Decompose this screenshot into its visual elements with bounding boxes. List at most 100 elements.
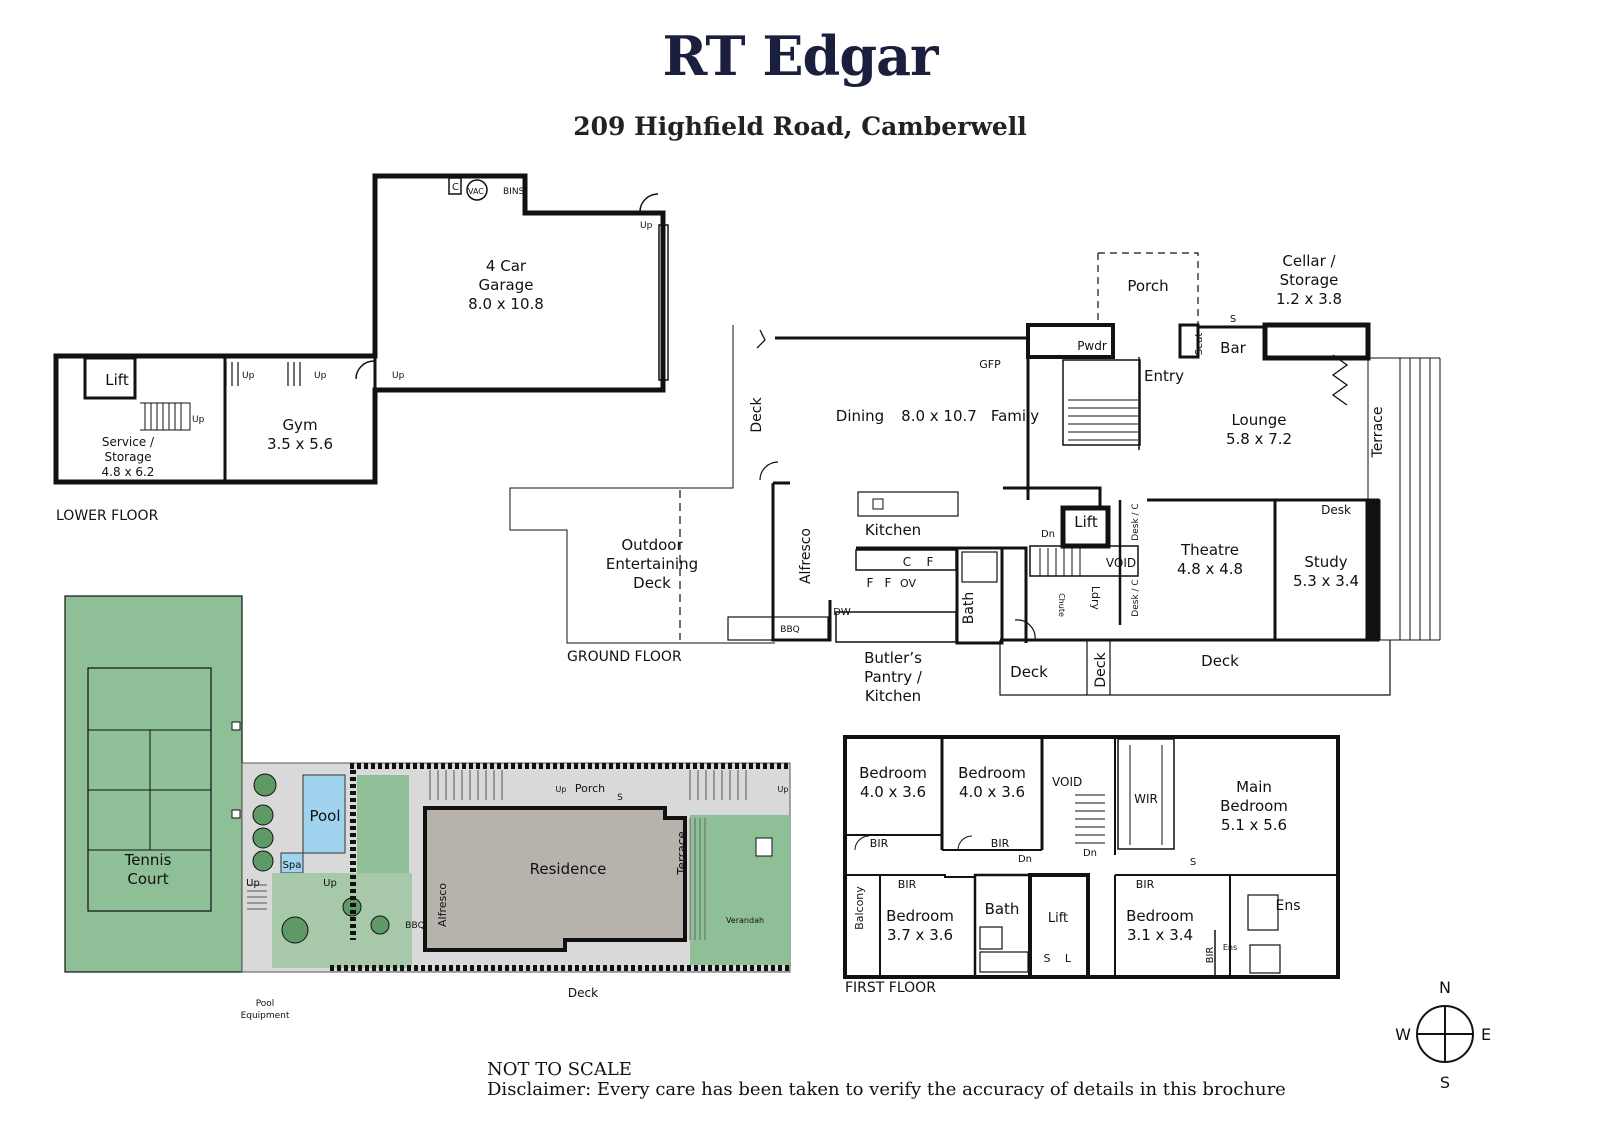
butlers-pantry-label-1: Butler’s (864, 649, 922, 667)
stairs-down-label: Dn (1041, 529, 1055, 540)
garage-dimensions: 8.0 x 10.8 (468, 295, 544, 313)
bedroom-4-label: Bedroom (1126, 907, 1194, 925)
bir-label-3: BIR (898, 878, 917, 891)
site-deck-label: Deck (568, 986, 598, 1000)
bir-label-5: BIR (1205, 947, 1216, 964)
butlers-pantry-label-3: Kitchen (865, 687, 921, 705)
entry-label: Entry (1144, 367, 1184, 385)
verandah-label: Verandah (1385, 541, 1399, 598)
ground-bath-label: Bath (961, 592, 977, 625)
theatre-dimensions: 4.8 x 4.8 (1177, 560, 1243, 578)
walk-in-robe-label: WIR (1134, 792, 1158, 806)
theatre-label: Theatre (1180, 541, 1239, 559)
site-up-label-3: Up (556, 785, 567, 794)
disclaimer-text: Disclaimer: Every care has been taken to… (487, 1079, 1286, 1100)
site-terrace-label: Terrace (675, 831, 689, 876)
dining-family-dimensions: 8.0 x 10.7 (901, 407, 977, 425)
service-label-1: Service / (102, 435, 155, 449)
outdoor-deck-label-2: Entertaining (606, 555, 698, 573)
compass-east: E (1481, 1025, 1491, 1044)
powder-room-label: Pwdr (1077, 339, 1107, 353)
bir-label-4: BIR (1136, 878, 1155, 891)
vac-label: VAC (468, 187, 484, 196)
seat-label: Seat (1194, 333, 1205, 356)
gas-fireplace-label: GFP (979, 358, 1001, 371)
compass-south: S (1440, 1073, 1450, 1092)
compass-north: N (1439, 978, 1451, 997)
lower-floor-title: LOWER FLOOR (56, 508, 159, 524)
residence-label: Residence (530, 860, 607, 878)
laundry-label: Ldry (1089, 586, 1102, 611)
site-plan (64, 595, 791, 973)
kitchen-fridge-label: F (927, 555, 934, 569)
lower-up-label-4: Up (392, 371, 405, 381)
footer-disclaimer: NOT TO SCALE Disclaimer: Every care has … (487, 1060, 1286, 1100)
butlers-pantry-label-2: Pantry / (864, 668, 923, 686)
site-bbq-label: BBQ (405, 921, 424, 931)
site-up-label-2: Up (323, 878, 337, 889)
lower-up-label-3: Up (314, 371, 327, 381)
lower-up-label-5: Up (640, 221, 653, 231)
lower-cupboard-label: C (452, 182, 459, 193)
laundry-chute-label: Chute (1057, 593, 1066, 617)
spa-label: Spa (283, 860, 302, 871)
first-floor-plan (843, 735, 1340, 979)
bedroom-1-label: Bedroom (859, 764, 927, 782)
lounge-dimensions: 5.8 x 7.2 (1226, 430, 1292, 448)
rear-deck-label-2: Deck (1093, 652, 1109, 688)
ground-lift-label: Lift (1074, 513, 1098, 531)
alfresco-label: Alfresco (798, 528, 814, 584)
first-floor-title: FIRST FLOOR (845, 980, 936, 996)
dining-label: Dining (836, 407, 884, 425)
property-address: 209 Highfield Road, Camberwell (573, 112, 1027, 141)
bins-label: BINS (503, 187, 525, 197)
bar-label: Bar (1220, 339, 1246, 357)
desk-cupboard-label-2: Desk / C (1131, 579, 1141, 616)
rear-deck-label-3: Deck (1201, 652, 1239, 670)
gym-dimensions: 3.5 x 5.6 (267, 435, 333, 453)
lower-lift-label: Lift (105, 371, 129, 389)
rear-deck-label-1: Deck (1010, 663, 1048, 681)
study-label: Study (1304, 553, 1347, 571)
ensuite-label: Ens (1275, 898, 1300, 914)
first-bath-label: Bath (985, 900, 1020, 918)
lower-floor-plan (53, 173, 669, 485)
study-dimensions: 5.3 x 3.4 (1293, 572, 1359, 590)
not-to-scale-label: NOT TO SCALE (487, 1059, 632, 1080)
bedroom-1-dimensions: 4.0 x 3.6 (860, 783, 926, 801)
bedroom-4-dimensions: 3.1 x 3.4 (1127, 926, 1193, 944)
cellar-label-2: Storage (1280, 271, 1339, 289)
main-bedroom-label-2: Bedroom (1220, 797, 1288, 815)
dishwasher-label: DW (833, 607, 851, 618)
garage-label-1: 4 Car (486, 257, 527, 275)
ground-bbq-label: BBQ (780, 625, 799, 635)
tennis-court-label-1: Tennis (124, 851, 172, 869)
outdoor-deck-label-1: Outdoor (621, 536, 683, 554)
lounge-label: Lounge (1231, 411, 1286, 429)
pantry-fridge-label-2: F (885, 576, 892, 590)
family-label: Family (991, 407, 1039, 425)
pool-label: Pool (309, 807, 340, 825)
first-lift-label: Lift (1048, 911, 1068, 926)
oven-label: OV (900, 577, 916, 590)
ensuite-small-label: Ens (1223, 943, 1237, 952)
gym-label: Gym (282, 416, 317, 434)
service-label-2: Storage (105, 450, 152, 464)
outdoor-deck-label-3: Deck (633, 574, 671, 592)
compass-west: W (1395, 1025, 1411, 1044)
bir-label-1: BIR (870, 837, 889, 850)
study-desk-label: Desk (1321, 503, 1351, 517)
bedroom-2-label: Bedroom (958, 764, 1026, 782)
pool-equipment-label-1: Pool (256, 999, 275, 1009)
main-bedroom-dimensions: 5.1 x 5.6 (1221, 816, 1287, 834)
garage-label-2: Garage (479, 276, 534, 294)
lower-up-label-2: Up (242, 371, 255, 381)
bir-label-2: BIR (991, 837, 1010, 850)
bedroom-3-label: Bedroom (886, 907, 954, 925)
ground-void-label: VOID (1106, 556, 1136, 570)
balcony-label: Balcony (853, 886, 866, 930)
site-up-label-4: Up (778, 785, 789, 794)
site-verandah-label: Verandah (726, 916, 764, 925)
pool-equipment-label-2: Equipment (241, 1011, 290, 1021)
